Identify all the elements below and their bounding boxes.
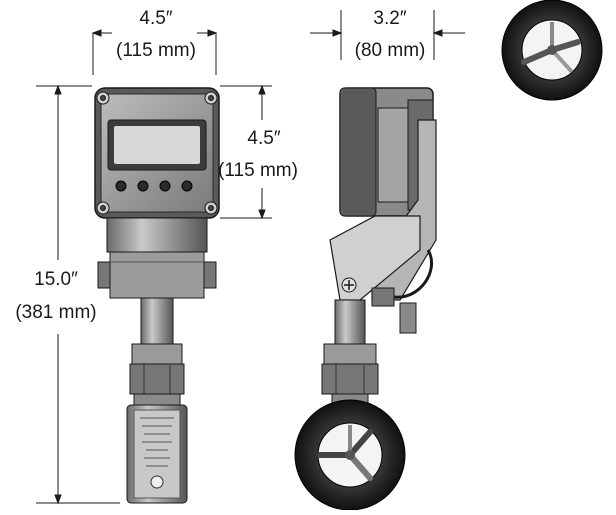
front-width-value: 4.5″ (139, 8, 172, 29)
side-depth-value: 3.2″ (373, 8, 406, 29)
side-depth-metric: (80 mm) (355, 40, 426, 61)
dimension-lines (36, 10, 465, 505)
mounting-neck (106, 217, 208, 253)
hex-nut (129, 363, 185, 395)
stem-pipe (140, 297, 174, 345)
mounting-collar (109, 251, 205, 299)
rotor-wheel-icon (294, 399, 406, 511)
display-screen (114, 126, 200, 164)
front-width-metric: (115 mm) (116, 40, 196, 61)
certification-mark-icon (150, 475, 164, 489)
keypad-buttons (115, 180, 193, 192)
side-view (294, 87, 437, 511)
overall-height-metric: (381 mm) (15, 302, 96, 323)
cable-plug (399, 302, 417, 334)
rotor-detail (501, 0, 603, 101)
cable-gland (371, 287, 395, 307)
front-height-value: 4.5″ (247, 128, 280, 149)
overall-height-value: 15.0″ (34, 269, 78, 290)
corner-screws (96, 91, 218, 215)
front-height-metric: (115 mm) (218, 160, 298, 181)
front-view (94, 87, 220, 504)
